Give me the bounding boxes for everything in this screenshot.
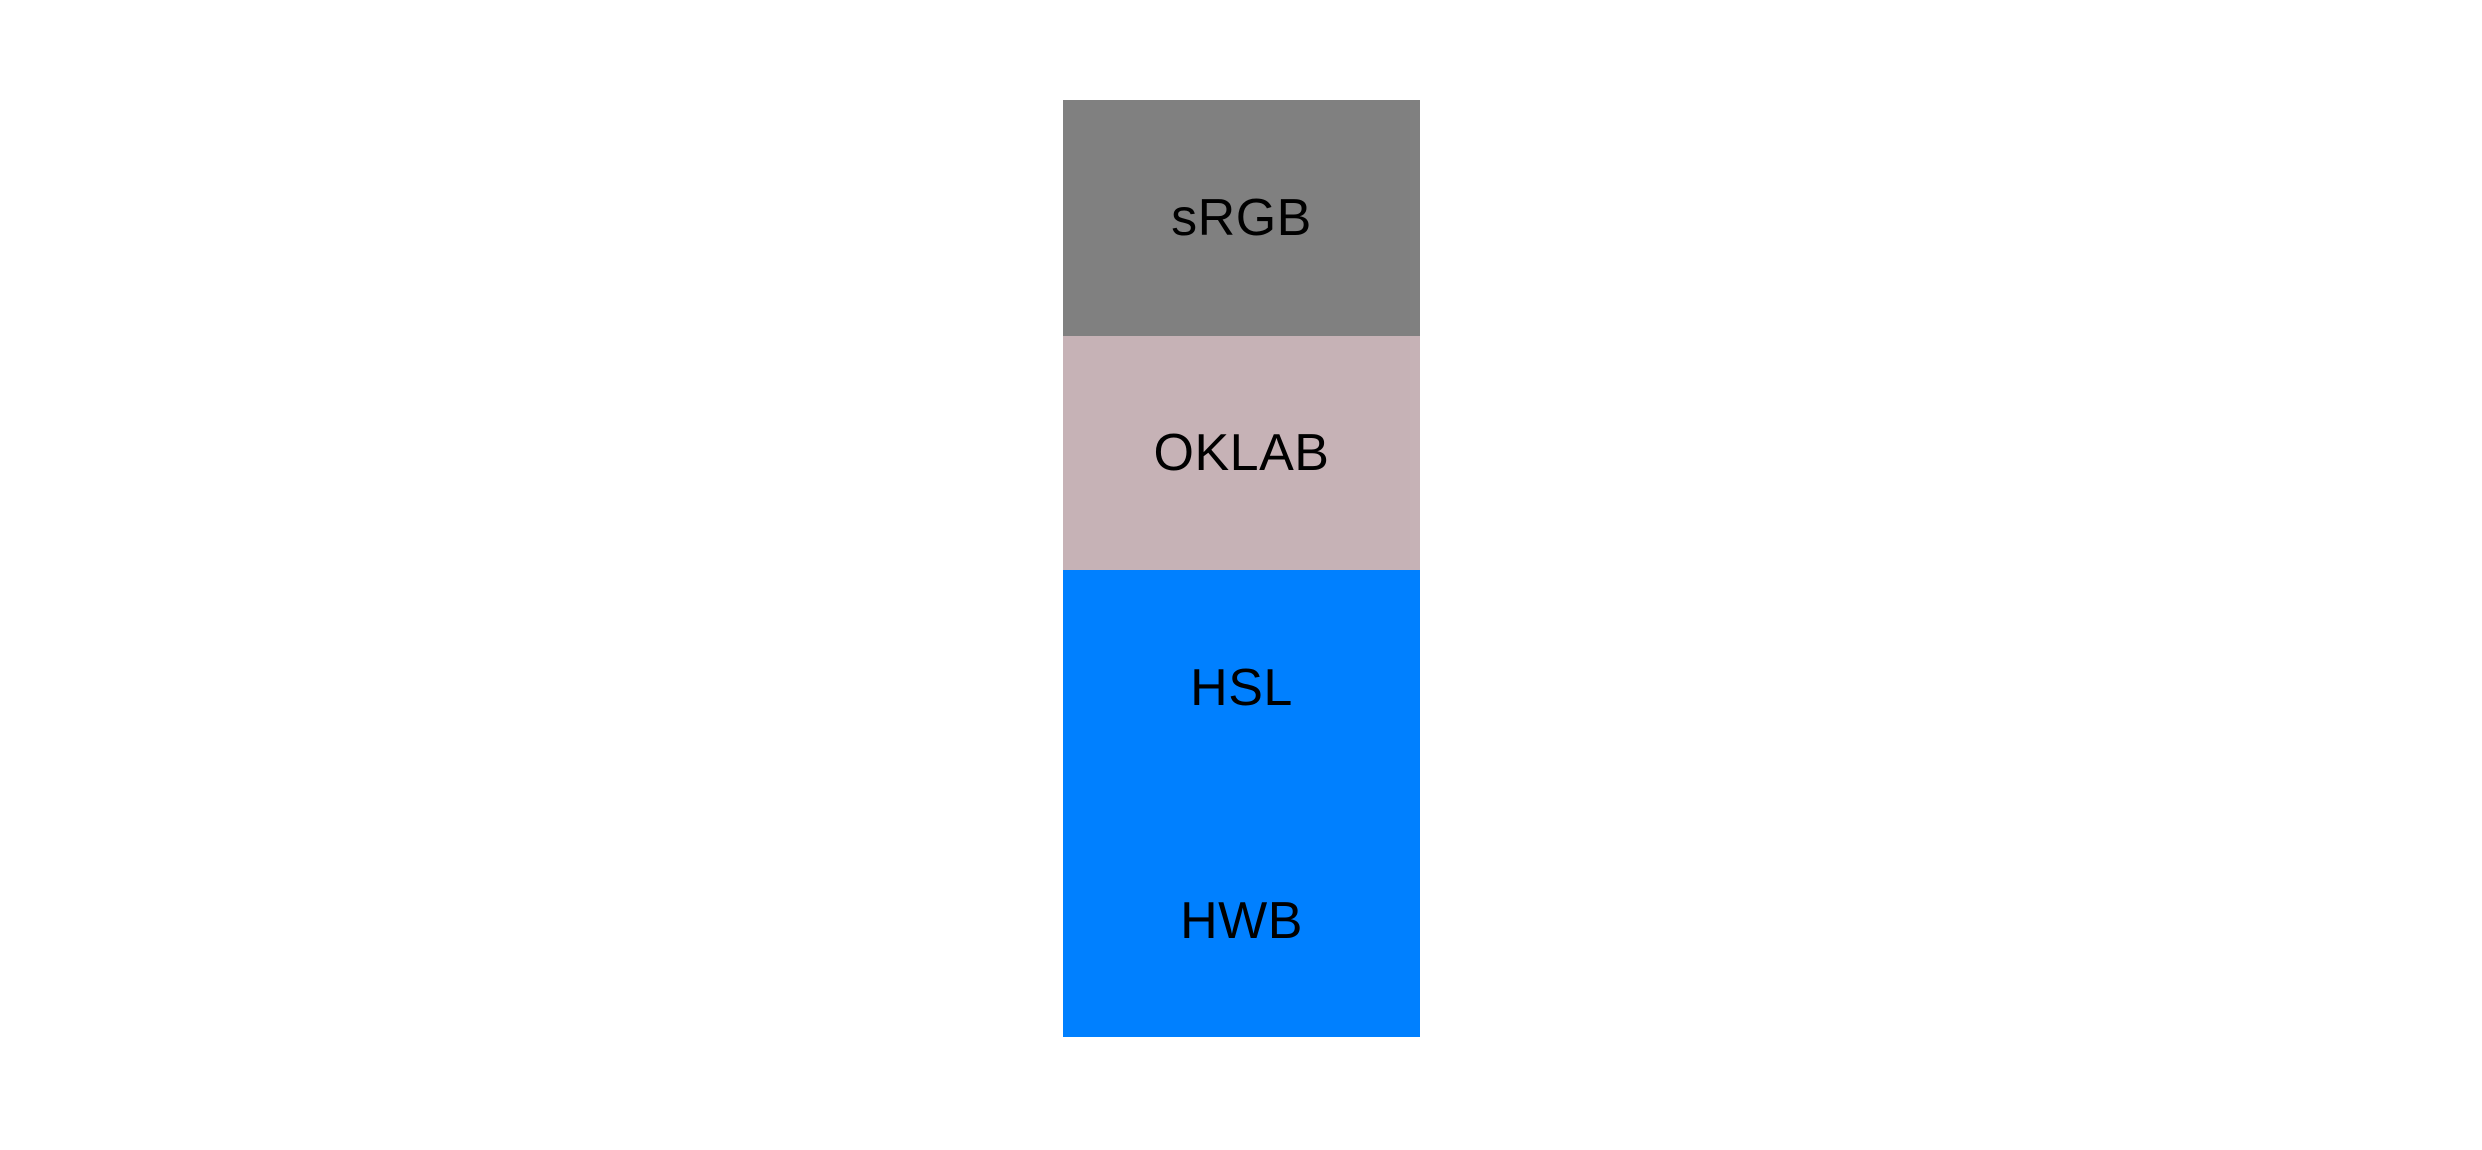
swatch-label-hsl: HSL [1190, 658, 1293, 717]
swatch-label-oklab: OKLAB [1153, 424, 1330, 482]
swatch-hsl: HSL [1063, 570, 1420, 805]
swatch-srgb: sRGB [1063, 100, 1420, 336]
swatch-label-hwb: HWB [1180, 892, 1303, 950]
color-space-swatch-stack: sRGB OKLAB HSL HWB [1063, 100, 1420, 1037]
swatch-hwb: HWB [1063, 805, 1420, 1037]
swatch-oklab: OKLAB [1063, 336, 1420, 570]
swatch-label-srgb: sRGB [1171, 189, 1312, 247]
